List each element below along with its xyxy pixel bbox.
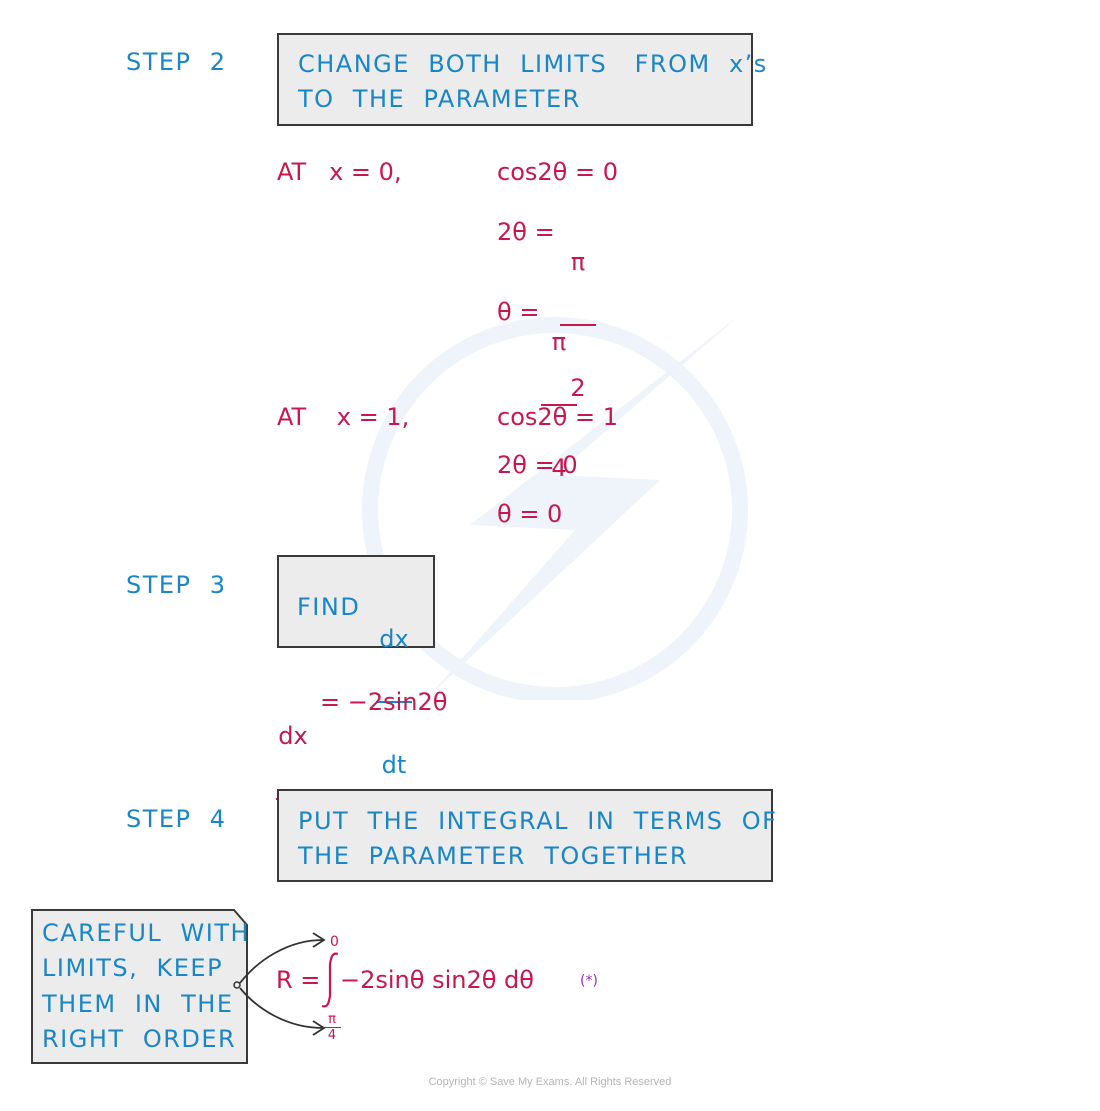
at-x-0-label: AT x = 0, [277,158,402,186]
integral-sign [321,952,339,1008]
integral-lhs: R = [276,966,321,994]
pi-over-4-fraction: π 4 [541,282,577,504]
copyright-footer: Copyright © Save My Exams. All Rights Re… [428,1076,672,1088]
note-line2: LIMITS, KEEP [42,954,224,982]
two-denominator: 2 [570,374,586,402]
integral-lower-limit: π 4 [323,1013,341,1042]
note-tag-shape [31,909,248,1064]
step-2-box: CHANGE BOTH LIMITS FROM x’s TO THE PARAM… [277,33,766,126]
step-4-box-line2: THE PARAMETER TOGETHER [298,842,689,870]
step-2-box-line2: TO THE PARAMETER [298,85,581,113]
integral-upper-limit: 0 [330,934,339,950]
four-denominator: 4 [327,1028,337,1043]
dx-numerator: dx [278,722,308,750]
cos-eq-1: cos2θ = 1 [497,403,618,431]
step-4-box: PUT THE INTEGRAL IN TERMS OF THE PARAMET… [277,789,776,882]
step-2-box-line1: CHANGE BOTH LIMITS FROM x’s [298,50,768,78]
cos-eq-0: cos2θ = 0 [497,158,618,186]
two-theta-eq-0: 2θ = 0 [497,451,578,479]
pi-numerator: π [551,328,567,356]
theta-eq-lhs: θ = [497,298,548,326]
step-4-box-line1: PUT THE INTEGRAL IN TERMS OF [298,807,778,835]
dx-numerator: dx [379,625,409,653]
limit-arrows [233,932,326,1036]
integrand: −2sinθ sin2θ dθ [340,966,534,994]
watermark-logo [362,315,748,700]
step-4-label: STEP 4 [126,805,227,833]
theta-eq-0: θ = 0 [497,500,563,528]
equation-marker: (*) [580,973,598,989]
pi-numerator: π [570,248,586,276]
four-denominator: 4 [551,454,567,482]
pi-numerator: π [328,1012,336,1027]
at-x-1-label: AT x = 1, [277,403,410,431]
dx-dt-result-rhs: = −2sin2θ [320,688,448,716]
dx-dt-fraction: dx dt [376,579,412,825]
note-line1: CAREFUL WITH [42,919,251,947]
step-3-box-text: FIND [297,593,361,621]
two-theta-eq-lhs: 2θ = [497,218,563,246]
step-2-label: STEP 2 [126,48,227,76]
step-3-box: FIND dx dt [277,555,435,777]
dt-denominator: dt [381,751,407,779]
note-line4: RIGHT ORDER [42,1025,237,1053]
note-line3: THEM IN THE [42,990,234,1018]
pi-over-2-fraction: π 2 [560,202,596,424]
step-3-label: STEP 3 [126,571,227,599]
